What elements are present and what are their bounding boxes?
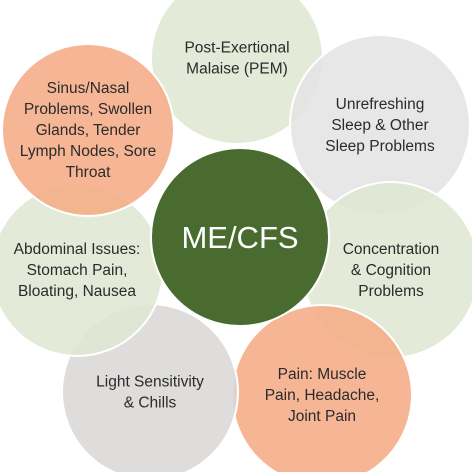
symptom-label-line: Throat xyxy=(66,164,111,181)
symptom-label-line: Pain, Headache, xyxy=(265,387,380,404)
center-circle xyxy=(150,147,330,327)
symptom-label-line: Sinus/Nasal xyxy=(47,80,130,97)
symptom-label-line: Concentration xyxy=(343,241,440,258)
symptom-label-line: Sleep & Other xyxy=(331,117,428,134)
symptom-label-line: Abdominal Issues: xyxy=(14,241,141,258)
symptom-label-line: Pain: Muscle xyxy=(278,366,367,383)
symptom-label-line: Stomach Pain, xyxy=(27,262,128,279)
center-label: ME/CFS xyxy=(181,220,298,255)
symptom-label-line: Unrefreshing xyxy=(336,96,425,113)
symptom-label-light: Light Sensitivity & Chills xyxy=(96,374,204,412)
symptom-label-line: Glands, Tender xyxy=(36,122,141,139)
symptom-label-line: Lymph Nodes, Sore xyxy=(20,143,156,160)
symptom-label-abdominal: Abdominal Issues: Stomach Pain, Bloating, … xyxy=(14,241,141,300)
symptom-node-abdominal: Abdominal Issues: Stomach Pain, Bloating, … xyxy=(0,183,164,357)
symptom-label-line: Problems, Swollen xyxy=(24,101,152,118)
symptom-label-line: Malaise (PEM) xyxy=(186,61,288,78)
symptom-label-line: Sleep Problems xyxy=(325,138,435,155)
symptom-label-line: Problems xyxy=(358,283,424,300)
symptom-label-line: Bloating, Nausea xyxy=(18,283,136,300)
symptom-label-line: & Chills xyxy=(124,395,177,412)
symptom-label-line: Post-Exertional xyxy=(184,40,289,57)
symptom-circle-sinus xyxy=(1,43,175,217)
symptom-label-line: & Cognition xyxy=(351,262,431,279)
center-layer: ME/CFS xyxy=(150,147,330,327)
symptom-label-line: Light Sensitivity xyxy=(96,374,204,391)
symptom-label-line: Joint Pain xyxy=(288,408,356,425)
